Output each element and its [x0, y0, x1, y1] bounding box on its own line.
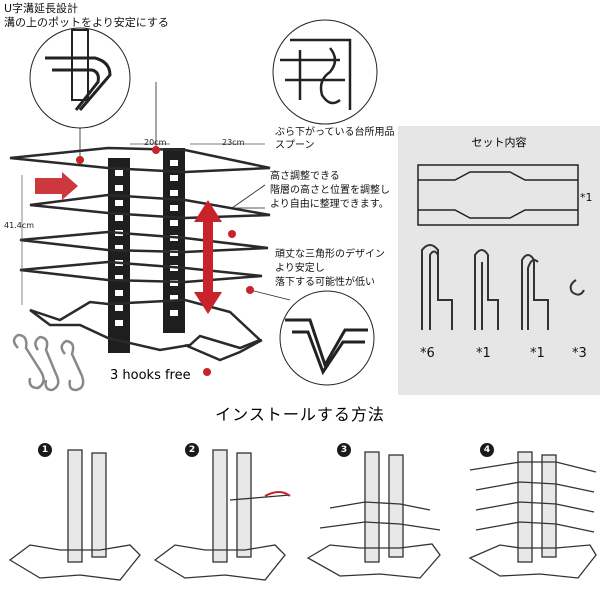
contents-rack-frame [417, 164, 579, 226]
contents-wires [421, 244, 585, 330]
install-step-2-drawing [153, 449, 291, 581]
zoom-circle-top-right [272, 19, 378, 125]
triangle-detail [285, 318, 368, 376]
hooks-free-label: 3 hooks free [110, 368, 191, 383]
install-step-1-drawing [8, 449, 141, 581]
u-channel-heading: U字溝延長設計 [4, 2, 79, 15]
u-channel-subheading: 溝の上のポットをより安定にする [4, 16, 169, 29]
install-step-3-drawing [306, 451, 441, 579]
zoom-circle-top-left [29, 27, 131, 129]
dimension-width-a: 20cm [144, 138, 167, 147]
callout-triangle: 頑丈な三角形のデザイン より安定し 落下する可能性が低い [275, 249, 385, 288]
red-dots [76, 146, 254, 376]
callout-height-adjust: 高さ調整できる 階層の高さと位置を調整し より自由に整理できます。 [270, 171, 390, 210]
dimension-width-b: 23cm [222, 138, 245, 147]
step-badge-3: 3 [337, 443, 351, 457]
step-badge-4: 4 [480, 443, 494, 457]
qty-rack: *1 [580, 191, 593, 204]
qty-b: *1 [476, 346, 491, 361]
s-hooks [12, 333, 85, 392]
qty-a: *6 [420, 346, 435, 361]
hook-detail [280, 38, 352, 110]
step-badge-1: 1 [38, 443, 52, 457]
qty-d: *3 [572, 346, 587, 361]
dimension-lines [21, 143, 265, 305]
wire-shelves [9, 146, 271, 362]
u-channel-detail [45, 29, 112, 111]
qty-c: *1 [530, 346, 545, 361]
step-badge-2: 2 [185, 443, 199, 457]
zoom-circle-bottom [279, 290, 375, 386]
install-step-4-drawing [468, 451, 597, 579]
dimension-height: 41.4cm [4, 221, 35, 230]
callout-hanging: ぶら下がっている台所用品 スプーン [275, 127, 395, 151]
red-arrows [35, 172, 222, 314]
